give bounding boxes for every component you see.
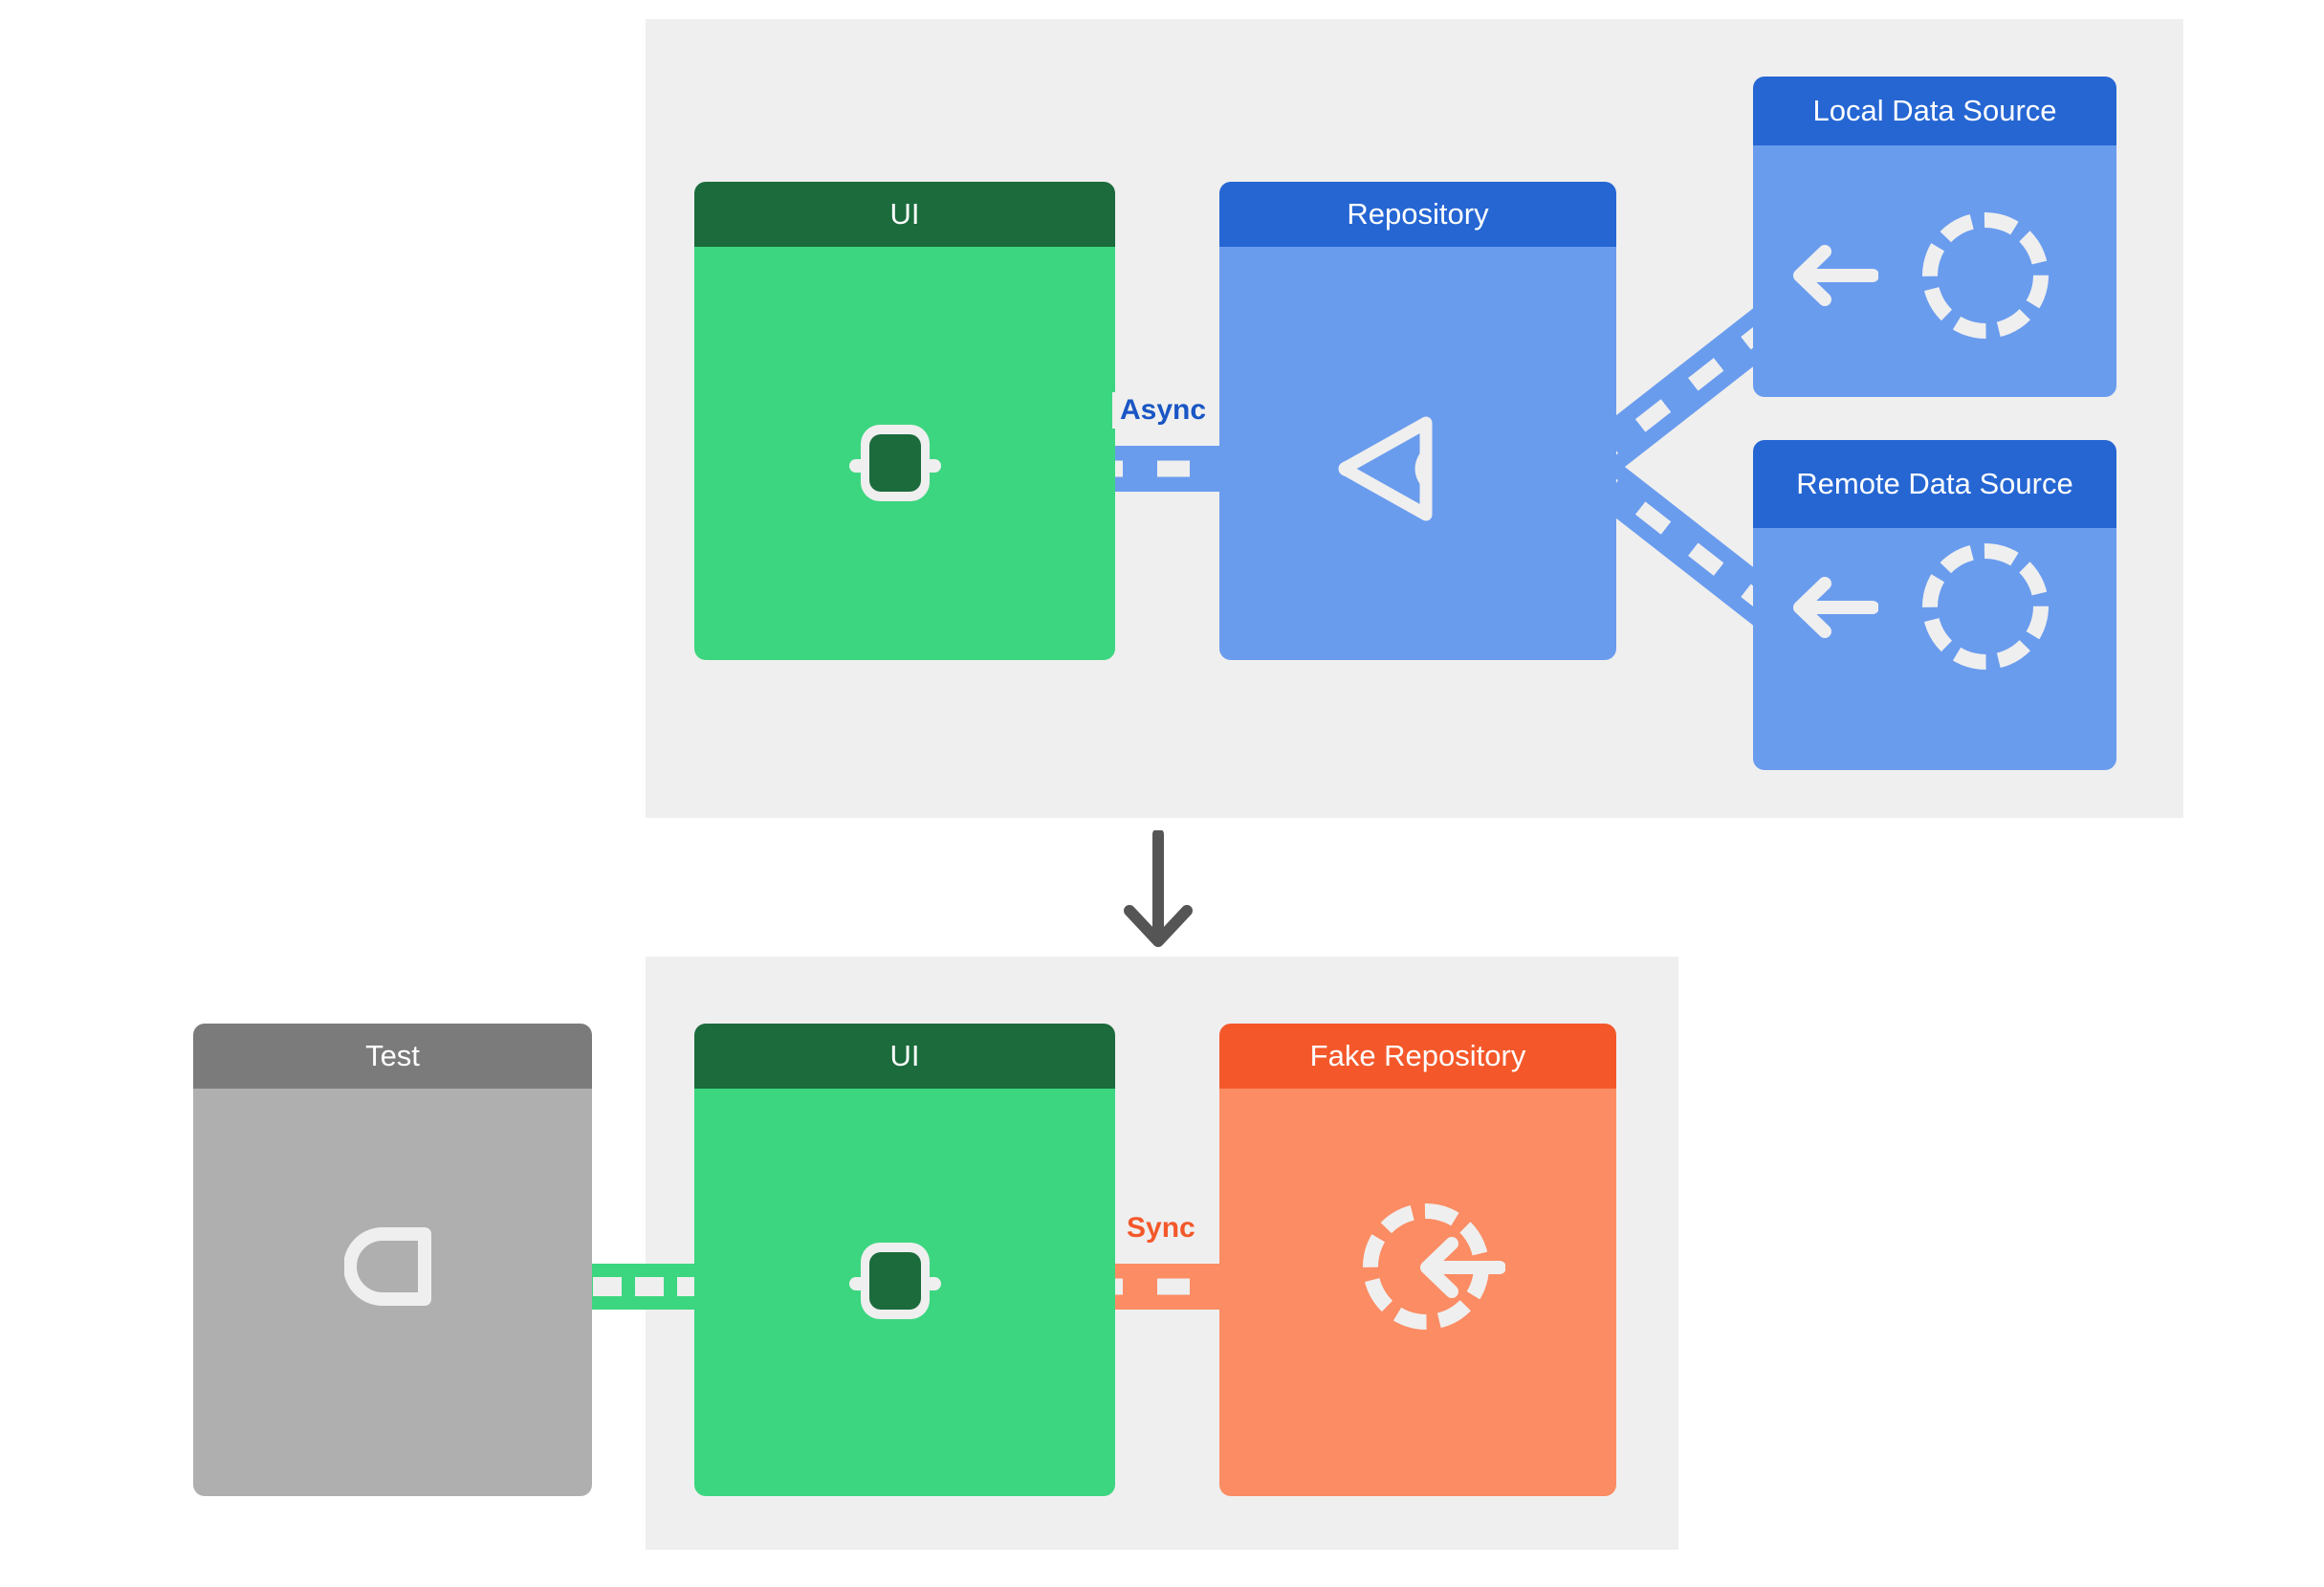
chip-icon: [849, 1239, 941, 1323]
card-fake-repository[interactable]: Fake Repository: [1219, 1024, 1616, 1496]
dashed-circle-icon: [1363, 1203, 1489, 1330]
card-ui-production[interactable]: UI: [694, 182, 1115, 660]
down-arrow-icon: [1124, 830, 1193, 947]
card-title-test: Test: [193, 1024, 592, 1089]
card-title-ui-production: UI: [694, 182, 1115, 247]
chip-core: [869, 434, 921, 492]
dashed-circle-icon: [1922, 543, 2049, 670]
connector-label-sync: Sync: [1119, 1210, 1203, 1246]
card-title-remote-data-source: Remote Data Source: [1753, 440, 2116, 528]
card-body-remote-data-source: [1753, 528, 2116, 770]
arrow-left-icon: [1793, 577, 1878, 638]
dashed-circle-icon: [1922, 212, 2049, 339]
arrow-left-icon: [1793, 245, 1878, 306]
card-remote-data-source[interactable]: Remote Data Source: [1753, 440, 2116, 770]
chip-icon: [849, 421, 941, 505]
socket-icon: [344, 1227, 431, 1306]
card-title-ui-test: UI: [694, 1024, 1115, 1089]
connector-label-async: Async: [1112, 392, 1215, 429]
chip-core: [869, 1252, 921, 1310]
card-repository[interactable]: Repository: [1219, 182, 1616, 660]
card-body-repository: [1219, 247, 1616, 660]
card-title-local-data-source: Local Data Source: [1753, 77, 2116, 145]
card-title-repository: Repository: [1219, 182, 1616, 247]
card-title-fake-repository: Fake Repository: [1219, 1024, 1616, 1089]
triangle-interface-icon: [1338, 416, 1433, 521]
